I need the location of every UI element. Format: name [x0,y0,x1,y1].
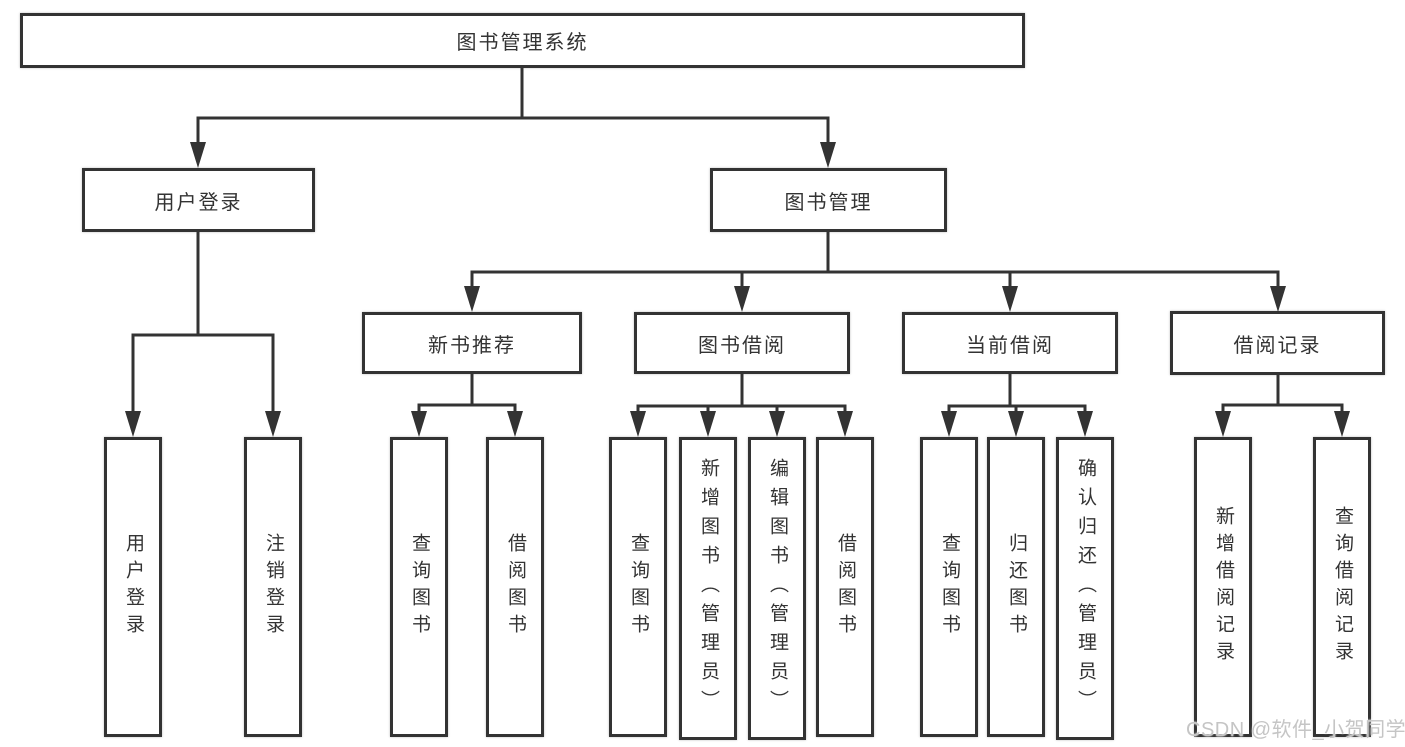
leaf-borrow-books: 借阅图书 [816,437,874,737]
leaf-add-borrowing-record: 新增借阅记录 [1194,437,1252,737]
leaf-logout: 注销登录 [244,437,302,737]
leaf-add-books-admin: 新增图书（管理员） [679,437,737,740]
leaf-query-books-recommend: 查询图书 [390,437,448,737]
leaf-confirm-return-admin: 确认归还（管理员） [1056,437,1114,740]
node-current-borrowing: 当前借阅 [902,312,1118,374]
leaf-borrow-books-recommend: 借阅图书 [486,437,544,737]
node-book-borrowing: 图书借阅 [634,312,850,374]
leaf-query-books-current: 查询图书 [920,437,978,737]
leaf-user-login: 用户登录 [104,437,162,737]
node-new-book-recommendation: 新书推荐 [362,312,582,374]
leaf-query-books-borrowing: 查询图书 [609,437,667,737]
node-root: 图书管理系统 [20,13,1025,68]
node-borrowing-records: 借阅记录 [1170,311,1385,375]
leaf-query-borrowing-record: 查询借阅记录 [1313,437,1371,737]
leaf-edit-books-admin: 编辑图书（管理员） [748,437,806,740]
node-book-management: 图书管理 [710,168,947,232]
node-user-login: 用户登录 [82,168,315,232]
watermark: CSDN @软件_小贺同学 [1186,719,1405,741]
leaf-return-books: 归还图书 [987,437,1045,737]
